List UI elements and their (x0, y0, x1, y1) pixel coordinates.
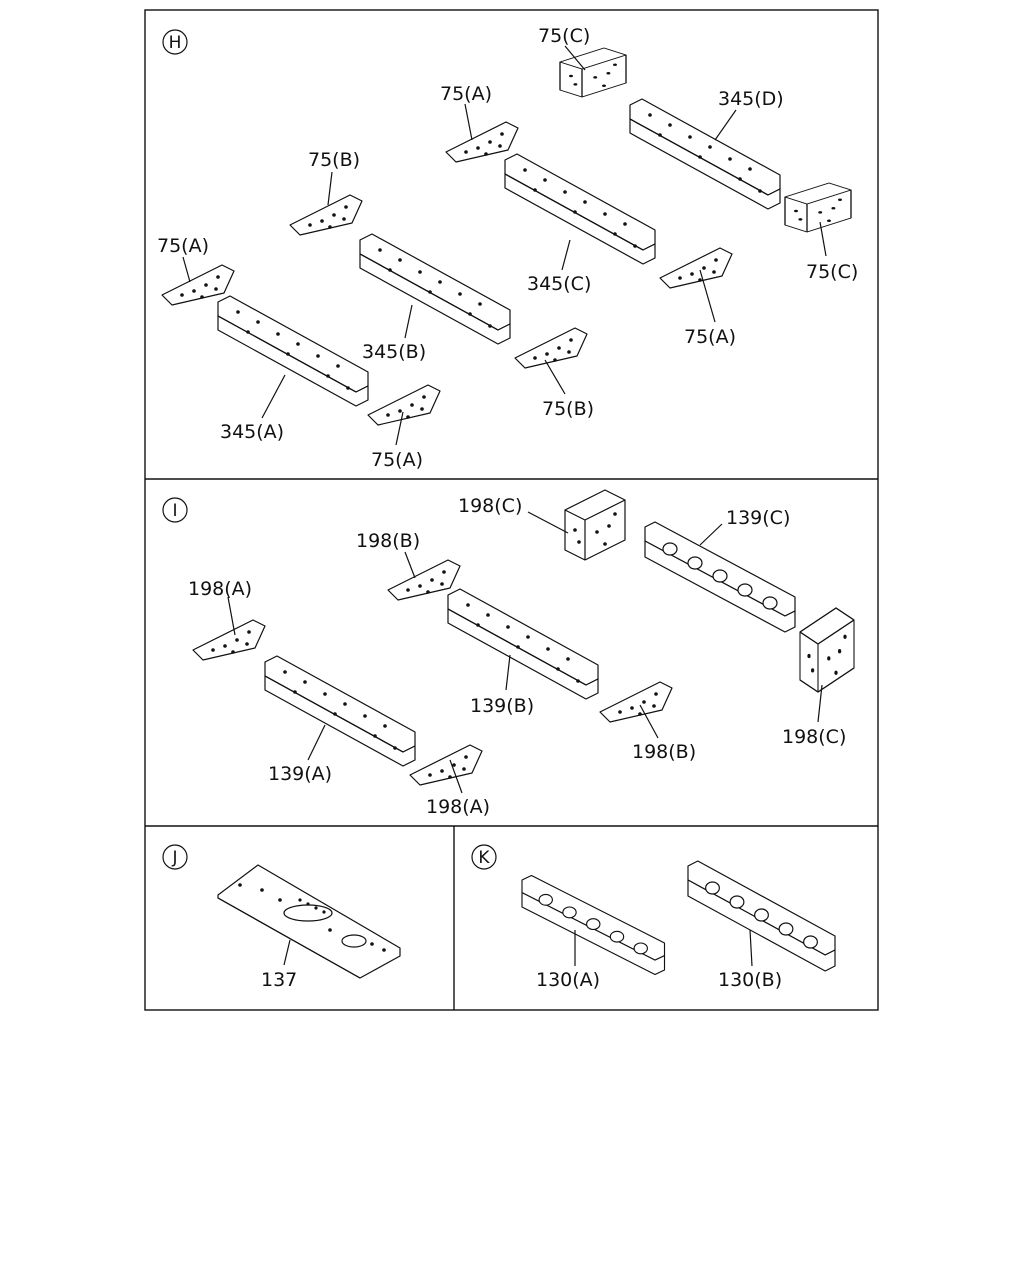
svg-text:I: I (172, 501, 177, 521)
part-198c-right (799, 607, 855, 693)
part-75b-2 (514, 327, 588, 369)
section-marker-i: I (162, 497, 188, 523)
label-75b-2: 75(B) (542, 398, 594, 420)
label-75c-top: 75(C) (538, 25, 590, 47)
label-75a-left: 75(A) (157, 235, 209, 257)
part-345a (217, 295, 369, 407)
label-345b: 345(B) (362, 341, 426, 363)
label-139a: 139(A) (268, 763, 332, 785)
svg-text:H: H (169, 33, 182, 53)
label-198c-top: 198(C) (458, 495, 522, 517)
section-marker-h: H (162, 29, 188, 55)
part-75b-1 (289, 194, 363, 236)
section-marker-k: K (471, 844, 497, 870)
label-345a: 345(A) (220, 421, 284, 443)
part-139b (447, 588, 599, 700)
label-139c: 139(C) (726, 507, 790, 529)
label-75b-1: 75(B) (308, 149, 360, 171)
label-75a-3: 75(A) (371, 449, 423, 471)
label-198b-1: 198(B) (356, 530, 420, 552)
label-345d: 345(D) (718, 88, 784, 110)
label-75a-2: 75(A) (684, 326, 736, 348)
label-130b: 130(B) (718, 969, 782, 991)
part-198b-2 (599, 681, 673, 723)
label-130a: 130(A) (536, 969, 600, 991)
part-75a-2 (659, 247, 733, 289)
part-130a (521, 874, 666, 976)
part-139c (644, 521, 796, 633)
label-198a-2: 198(A) (426, 796, 490, 818)
label-345c: 345(C) (527, 273, 591, 295)
label-198b-2: 198(B) (632, 741, 696, 763)
diagram-frame (144, 9, 879, 1011)
part-198c-top (564, 489, 626, 561)
part-75a-1 (445, 121, 519, 163)
svg-text:J: J (171, 848, 177, 868)
part-198a-1 (192, 619, 266, 661)
part-130b (687, 860, 836, 972)
svg-text:K: K (478, 848, 490, 868)
label-75a-1: 75(A) (440, 83, 492, 105)
part-75a-3 (367, 384, 441, 426)
label-139b: 139(B) (470, 695, 534, 717)
part-345b (359, 233, 511, 345)
part-139a (264, 655, 416, 767)
section-marker-j: J (162, 844, 188, 870)
part-345d (629, 98, 781, 210)
part-75c-right (784, 182, 852, 233)
label-198a-1: 198(A) (188, 578, 252, 600)
part-75c-top (559, 47, 627, 98)
label-137: 137 (261, 969, 297, 991)
label-75c-right: 75(C) (806, 261, 858, 283)
label-198c-right: 198(C) (782, 726, 846, 748)
part-198a-2 (409, 744, 483, 786)
part-137 (217, 864, 401, 979)
part-345c (504, 153, 656, 265)
